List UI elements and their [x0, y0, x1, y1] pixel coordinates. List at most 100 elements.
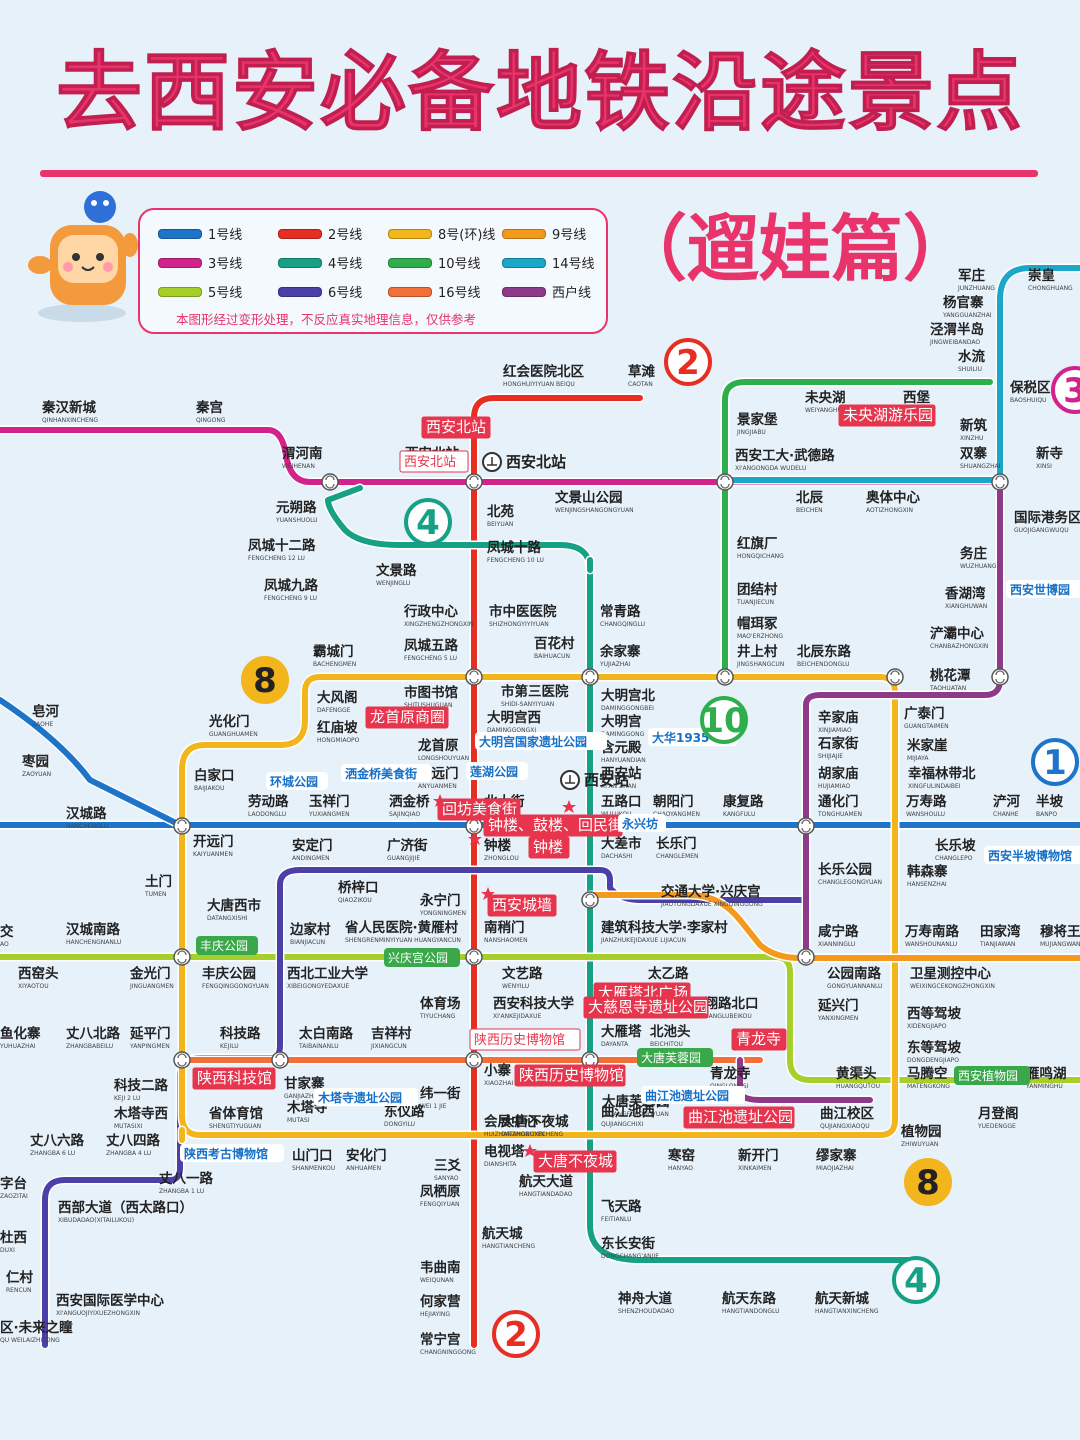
landmark-name: 西安站	[584, 771, 629, 789]
station-name: 大明宫西	[487, 709, 541, 726]
station-name: 胡家庙	[818, 765, 859, 782]
station-name: 行政中心	[403, 603, 458, 620]
station-name: 丈八一路	[159, 1170, 213, 1187]
station-pinyin: DATANGXISHI	[207, 915, 248, 922]
station-name: 青龙寺	[710, 1065, 751, 1082]
station-pinyin: XINKAIMEN	[738, 1165, 772, 1172]
station-name: 浐河	[993, 793, 1021, 810]
station-pinyin: QU WEILAIZHITONG	[0, 1337, 60, 1344]
station-name: 香湖湾	[944, 585, 986, 602]
station-name: 东仪路	[384, 1103, 425, 1120]
station-pinyin: QINGONG	[196, 417, 226, 424]
station-name: 何家营	[420, 1293, 461, 1310]
station-name: 大唐不夜城	[501, 1113, 569, 1130]
attraction-tag-bg	[341, 764, 431, 782]
station-name: 凤城十二路	[248, 537, 316, 554]
station-name: 文景山公园	[555, 489, 623, 506]
attraction-tag: 洒金桥美食街	[345, 766, 417, 781]
station-name: 长乐坡	[935, 837, 976, 854]
line-badge-number: 1	[1043, 743, 1067, 783]
station-name: 神舟大道	[618, 1290, 672, 1307]
line-badge	[404, 498, 452, 546]
attraction-tag: 大华1935	[652, 730, 709, 745]
station-pinyin: WEIHENAN	[282, 463, 315, 470]
station-pinyin: DACHASHI	[601, 853, 633, 860]
station-pinyin: ZHANGBA 1 LU	[159, 1188, 204, 1195]
legend-item: 1号线	[158, 224, 242, 243]
station-name: 东等驾坡	[907, 1039, 961, 1056]
station-pinyin: CHANGNINGGONG	[420, 1349, 476, 1356]
legend-label: 4号线	[328, 257, 363, 272]
station-pinyin: CHONGHUANG	[1028, 285, 1073, 292]
station-name: 木塔寺西	[113, 1105, 168, 1122]
station-name: 通化门	[818, 793, 859, 810]
attraction-tag: 西安植物园	[958, 1068, 1018, 1083]
line-badge-number: 3	[1063, 371, 1080, 411]
station-pinyin: ZHANGBA 4 LU	[106, 1150, 151, 1157]
station-name: 北辰	[796, 490, 824, 506]
station-name: 景家堡	[737, 411, 778, 428]
transfer-arrows-icon	[585, 670, 595, 684]
title-divider	[40, 170, 1038, 177]
attraction-tag: 陕西历史博物馆	[474, 1033, 565, 1048]
station-pinyin: AO	[0, 941, 9, 948]
station-pinyin: XIBUDADAO(XITAILUKOU)	[58, 1217, 134, 1224]
station-name: 杨官寨	[943, 294, 984, 311]
station-pinyin: SHIDI-SANYIYUAN	[501, 701, 554, 708]
page-title: 去西安必备地铁沿途景点	[56, 43, 1024, 144]
legend-item: 西户线	[502, 282, 591, 301]
transfer-arrows-icon	[177, 1053, 187, 1067]
station-pinyin: ZHANGBA 6 LU	[30, 1150, 75, 1157]
station-name: 桥梓口	[338, 879, 379, 896]
station-name: 广济街	[387, 837, 428, 854]
station-pinyin: GONGYUANNANLU	[827, 983, 882, 990]
line-badge	[1051, 366, 1080, 414]
station-pinyin: JINGSHANGCUN	[736, 661, 784, 668]
station-pinyin: XIYAOTOU	[18, 983, 49, 990]
transfer-arrows-icon	[275, 1053, 285, 1067]
station-name: 西北工业大学	[287, 965, 368, 982]
attraction-tag-bg	[637, 1048, 713, 1067]
station-pinyin: BAOSHUIQU	[1010, 397, 1046, 404]
line-9-route	[587, 892, 1080, 961]
station-pinyin: YANXINGMEN	[817, 1015, 858, 1022]
station-pinyin: TAIBAINANLU	[298, 1043, 339, 1050]
station-pinyin: YUJIAZHAI	[599, 661, 630, 668]
station-name: 太白南路	[299, 1025, 353, 1042]
station-pinyin: ANHUAMEN	[346, 1165, 381, 1172]
station-pinyin: JUNZHUANG	[957, 285, 995, 292]
station-name: 电视塔	[484, 1143, 525, 1160]
station-pinyin: TONGHUAMEN	[817, 811, 862, 818]
station-name: 航天东路	[722, 1290, 776, 1307]
station-pinyin: TAOHUATAN	[929, 685, 966, 692]
transfer-arrows-icon	[469, 670, 479, 684]
station-name: 红会医院北区	[503, 363, 584, 380]
train-icon	[565, 775, 575, 784]
station-pinyin: XIANNINGLU	[818, 941, 855, 948]
attraction-tag: 曲江池遗址公园	[645, 1088, 729, 1103]
station-name: 西安工大·武德路	[735, 447, 835, 464]
attraction-tag-bg	[1006, 580, 1080, 598]
station-pinyin: WEI 1 JIE	[420, 1103, 447, 1110]
station-name: 科技路	[220, 1025, 261, 1042]
station-name: 大唐西市	[207, 897, 261, 914]
station-pinyin: BEIYUAN	[487, 521, 513, 528]
station-pinyin: CAOTAN	[628, 381, 653, 388]
station-name: 缪家寨	[816, 1147, 857, 1164]
station-pinyin: FENGCHENG 12 LU	[248, 555, 305, 562]
attraction-tag-bg	[528, 836, 570, 859]
attraction-tag-bg	[838, 404, 936, 427]
attraction-tag: 曲江池遗址公园	[688, 1108, 793, 1126]
station-pinyin: WENJINGLU	[376, 580, 410, 587]
station-name: 科技二路	[114, 1077, 168, 1094]
attraction-tag: 大唐不夜城	[538, 1152, 613, 1170]
legend-label: 6号线	[328, 286, 363, 301]
attraction-tag: 大明宫国家遗址公园	[479, 734, 587, 749]
station-pinyin: XINGFULINDAIBEI	[908, 783, 961, 790]
attraction-tag: 回坊美食街	[442, 800, 517, 818]
station-name: 丈八六路	[30, 1132, 84, 1149]
station-name: 大差市	[601, 835, 642, 852]
station-pinyin: WEIQUNAN	[420, 1277, 454, 1284]
station-name: 龙首原	[417, 737, 459, 754]
